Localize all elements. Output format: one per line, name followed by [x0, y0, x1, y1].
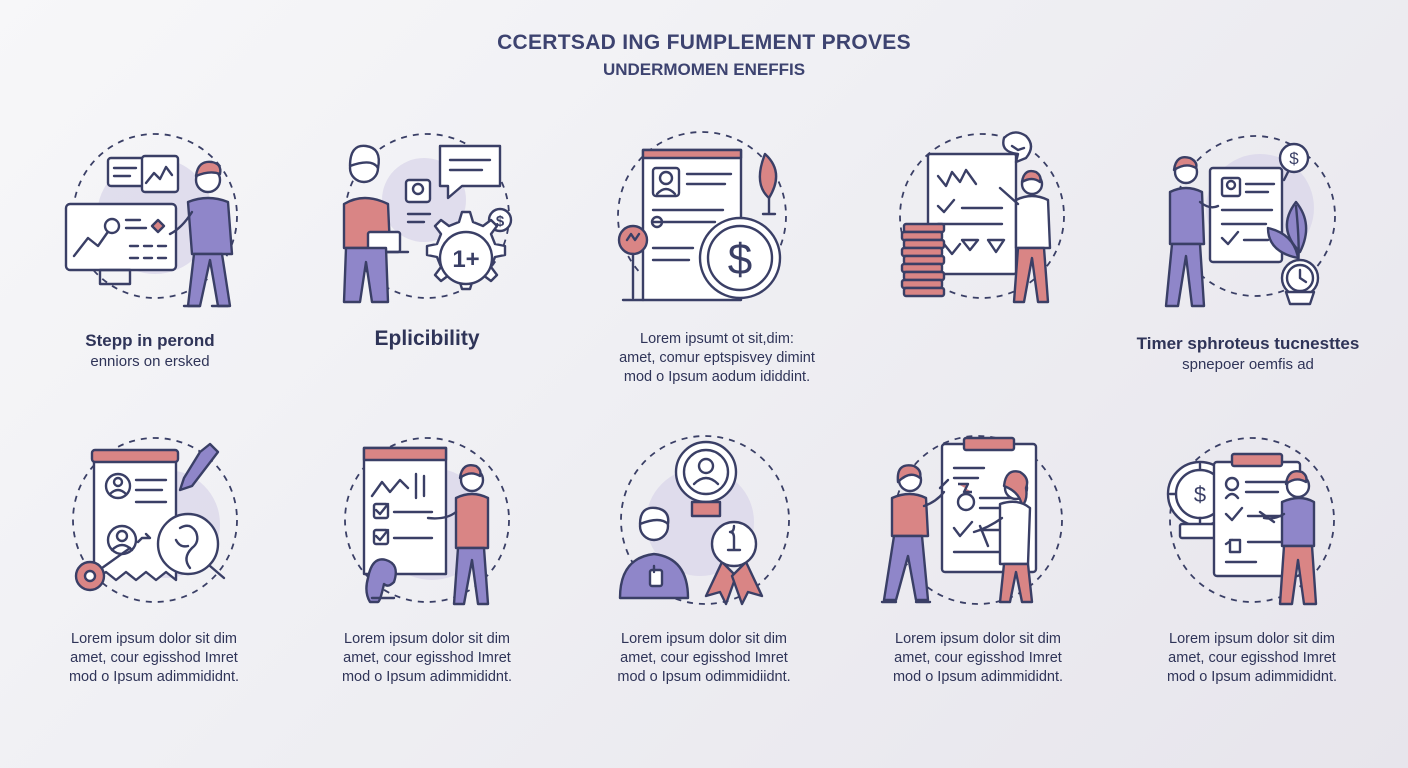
caption-6-line-1: Lorem ipsum dolor sit dim — [71, 631, 237, 647]
document-dollar-icon: $ — [607, 128, 797, 318]
page-subtitle: UNDERMOMEN ENEFFIS — [602, 60, 806, 79]
caption-1-title: Stepp in perond — [85, 331, 215, 350]
caption-3-line-1: Lorem ipsumt ot sit,dim: — [640, 331, 794, 347]
caption-3: Lorem ipsumt ot sit,dim: amet, comur ept… — [587, 330, 847, 387]
caption-6-line-3: mod o Ipsum adimmididnt. — [68, 669, 240, 685]
person-award-icon — [610, 428, 800, 618]
caption-6: Lorem ipsum dolor sit dim amet, cour egi… — [24, 630, 284, 687]
caption-10-line-3: mod o Ipsum adimmididnt. — [1166, 669, 1338, 685]
team-clipboard-icon — [880, 428, 1070, 618]
caption-7-line-3: mod o Ipsum adimmididnt. — [341, 669, 513, 685]
caption-8-line-1: Lorem ipsum dolor sit dim — [621, 631, 787, 647]
caption-2-title: Eplicibility — [374, 327, 480, 350]
caption-3-line-2: amet, comur eptspisvey dimint — [619, 350, 815, 366]
svg-text:$: $ — [496, 213, 505, 230]
person-gear-icon: $ 1+ — [332, 128, 522, 318]
caption-10-line-2: amet, cour egisshod Imret — [1168, 650, 1336, 666]
caption-5: Timer sphroteus tucnesttes spnepoer oemf… — [1118, 333, 1378, 375]
caption-7: Lorem ipsum dolor sit dim amet, cour egi… — [297, 630, 557, 687]
presenter-coins-icon — [892, 124, 1082, 314]
caption-3-line-3: mod o Ipsum aodum ididdint. — [623, 369, 811, 385]
profile-document-search-icon — [60, 428, 250, 618]
caption-9: Lorem ipsum dolor sit dim amet, cour egi… — [848, 630, 1108, 687]
caption-8-line-2: amet, cour egisshod Imret — [620, 650, 788, 666]
caption-7-line-1: Lorem ipsum dolor sit dim — [344, 631, 510, 647]
caption-10: Lorem ipsum dolor sit dim amet, cour egi… — [1122, 630, 1382, 687]
caption-6-line-2: amet, cour egisshod Imret — [70, 650, 238, 666]
caption-9-line-3: mod o Ipsum adimmididnt. — [892, 669, 1064, 685]
person-document-plant-icon: $ — [1160, 128, 1350, 318]
caption-10-line-1: Lorem ipsum dolor sit dim — [1169, 631, 1335, 647]
presenter-dashboard-icon — [60, 128, 250, 318]
caption-8-line-3: mod o Ipsum odimmidiidnt. — [617, 669, 791, 685]
caption-1: Stepp in perond enniors on ersked — [20, 330, 280, 372]
svg-text:$: $ — [1194, 482, 1206, 507]
caption-5-subtitle: spnepoer oemfis ad — [1182, 356, 1314, 373]
caption-7-line-2: amet, cour egisshod Imret — [343, 650, 511, 666]
caption-2: Eplicibility — [297, 327, 557, 351]
checklist-presenter-icon — [332, 428, 522, 618]
caption-5-title: Timer sphroteus tucnesttes — [1136, 334, 1360, 353]
svg-text:1+: 1+ — [452, 246, 479, 273]
caption-9-line-2: amet, cour egisshod Imret — [894, 650, 1062, 666]
caption-8: Lorem ipsum dolor sit dim amet, cour egi… — [574, 630, 834, 687]
clipboard-dollar-icon: $ — [1160, 428, 1350, 618]
page-title: CCERTSAD ING FUMPLEMENT PROVES — [497, 31, 911, 54]
caption-1-subtitle: enniors on ersked — [90, 353, 210, 370]
svg-text:$: $ — [1289, 149, 1299, 168]
svg-text:$: $ — [728, 235, 752, 284]
caption-9-line-1: Lorem ipsum dolor sit dim — [895, 631, 1061, 647]
